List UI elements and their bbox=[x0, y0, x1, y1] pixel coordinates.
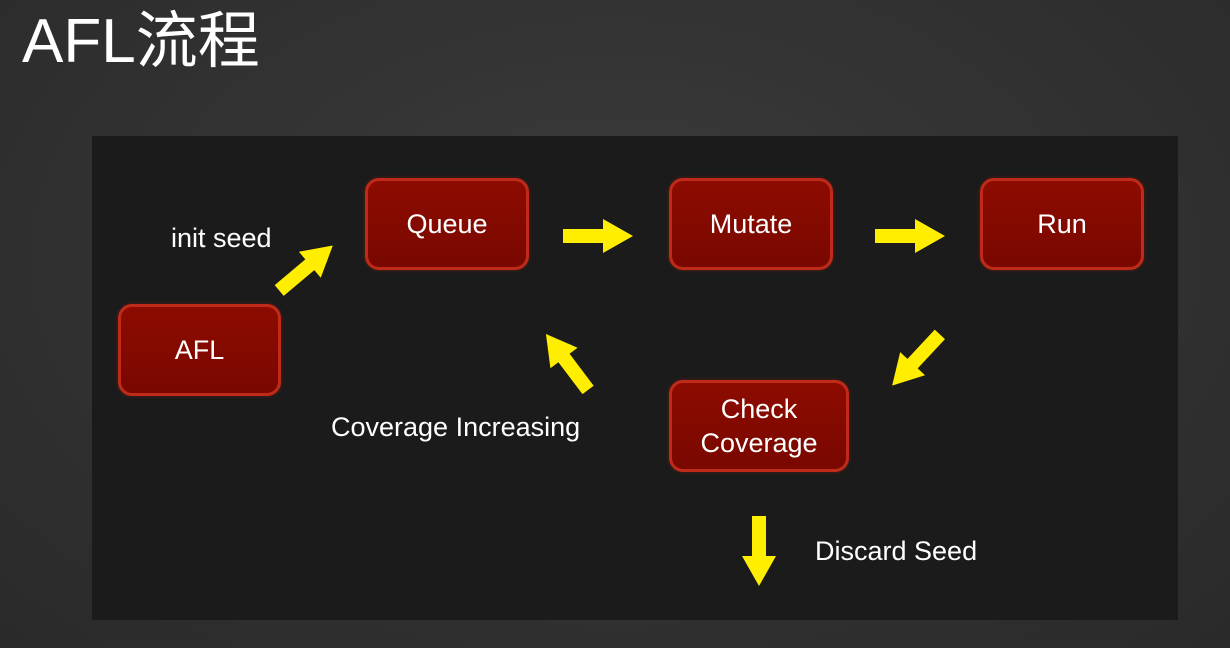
node-mutate: Mutate bbox=[669, 178, 833, 270]
node-queue: Queue bbox=[365, 178, 529, 270]
slide-title: AFL流程 bbox=[22, 7, 260, 76]
node-afl: AFL bbox=[118, 304, 281, 396]
arrow-queue-to-mutate bbox=[563, 219, 633, 253]
label-discard-seed: Discard Seed bbox=[815, 536, 978, 566]
arrow-mutate-to-run bbox=[875, 219, 945, 253]
node-run: Run bbox=[980, 178, 1144, 270]
arrow-afl-to-queue bbox=[268, 232, 344, 304]
arrow-run-to-check-coverage bbox=[879, 322, 953, 398]
arrow-discard-seed bbox=[742, 516, 776, 586]
label-coverage-increasing: Coverage Increasing bbox=[331, 412, 581, 442]
node-check-coverage: Check Coverage bbox=[669, 380, 849, 472]
label-init-seed: init seed bbox=[171, 223, 272, 253]
arrow-check-to-queue bbox=[532, 323, 602, 401]
